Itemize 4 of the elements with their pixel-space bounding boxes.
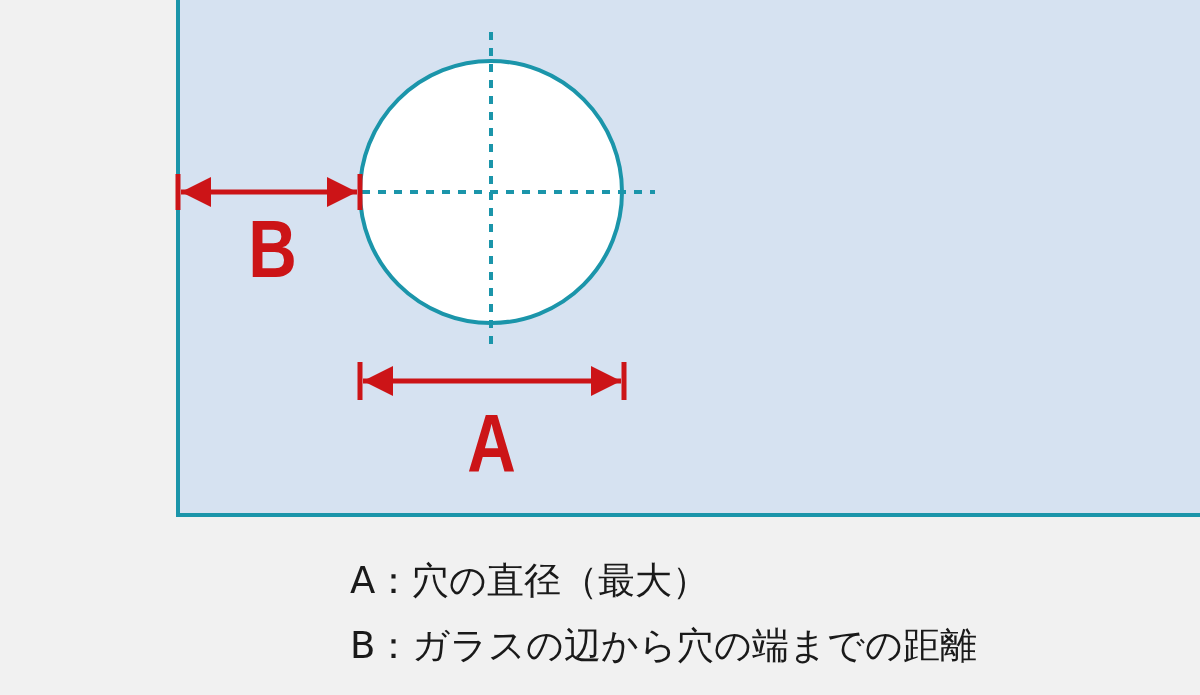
legend-note: B：ガラスの辺から穴の端までの距離 [350, 627, 978, 664]
dimension-label: B [248, 208, 297, 290]
legend-note: A：穴の直径（最大） [350, 562, 710, 599]
dimension-label: A [467, 402, 516, 484]
